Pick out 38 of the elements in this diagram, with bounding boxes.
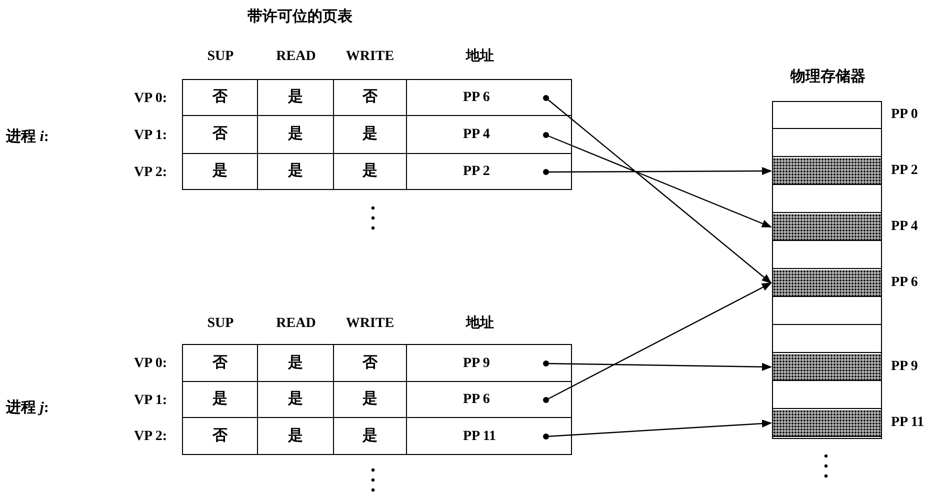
page-label: PP 9 <box>891 358 918 376</box>
memory-title: 物理存储器 <box>789 68 866 87</box>
page-label: PP 6 <box>891 274 918 292</box>
column-header: WRITE <box>344 315 396 333</box>
address-cell: PP 11 <box>406 417 572 455</box>
row-label: VP 1: <box>132 392 168 410</box>
address-cell: PP 6 <box>406 79 572 116</box>
page-label: PP 0 <box>891 106 918 124</box>
process-label: 进程 j: <box>6 398 50 418</box>
process-label: 进程 i: <box>6 127 50 147</box>
page-label: PP 2 <box>891 162 918 180</box>
column-header: READ <box>275 315 317 333</box>
page-label: PP 4 <box>891 218 918 236</box>
column-header: 地址 <box>464 314 495 333</box>
column-header: 地址 <box>464 47 495 66</box>
arrow <box>543 132 772 228</box>
table-cell: 否 <box>182 344 258 382</box>
row-label: VP 1: <box>132 126 168 144</box>
arrow <box>543 95 772 284</box>
column-header: READ <box>275 48 317 66</box>
address-cell: PP 2 <box>406 153 572 190</box>
row-label: VP 0: <box>132 355 168 373</box>
table-cell: 是 <box>182 153 258 190</box>
table-cell: 否 <box>182 417 258 455</box>
arrow <box>543 282 772 403</box>
column-header: WRITE <box>344 48 396 66</box>
arrow <box>543 420 772 440</box>
address-cell: PP 9 <box>406 344 572 382</box>
arrow <box>543 360 772 371</box>
column-header: SUP <box>206 48 235 66</box>
arrow <box>543 167 772 176</box>
page-label: PP 11 <box>891 414 924 432</box>
table-cell: 否 <box>182 79 258 116</box>
column-header: SUP <box>206 315 235 333</box>
row-label: VP 2: <box>132 428 168 446</box>
row-label: VP 2: <box>132 164 168 182</box>
row-label: VP 0: <box>132 90 168 108</box>
table-title: 带许可位的页表 <box>246 7 354 27</box>
